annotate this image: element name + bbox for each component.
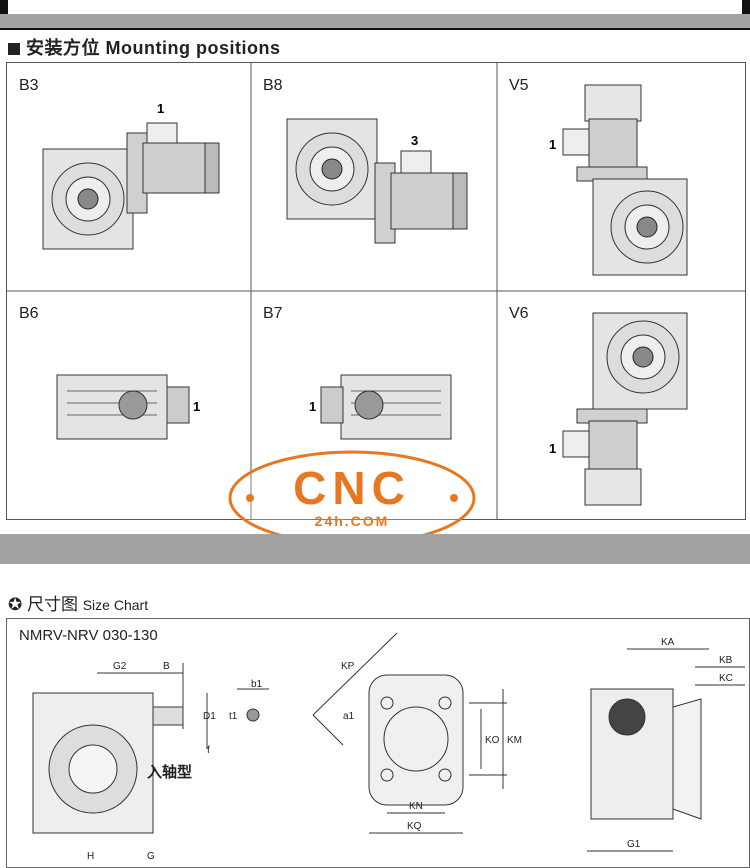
- dim-g1: G1: [627, 839, 641, 850]
- dim-kc: KC: [719, 673, 733, 684]
- dim-ko: KO: [485, 735, 500, 746]
- dim-b: B: [163, 661, 170, 672]
- gearbox-b8-drawing: 3: [286, 118, 468, 244]
- mount-label: B3: [19, 77, 39, 94]
- dim-f: f: [207, 745, 210, 756]
- star-circle-icon: ✪: [8, 595, 23, 614]
- gearbox-v5-drawing: 1: [549, 84, 688, 276]
- dimension-drawings: G2 B D1 t1 b1 f H G KP a1 KO KM KN KQ KA…: [32, 632, 745, 859]
- dim-g: G: [147, 851, 155, 859]
- mounting-positions-title: 安装方位 Mounting positions: [8, 34, 280, 60]
- dim-kq: KQ: [407, 821, 422, 832]
- dim-kn: KN: [409, 801, 423, 812]
- mount-cell-b7: B7 1: [251, 291, 497, 519]
- gearbox-v6-drawing: 1: [549, 312, 688, 506]
- dim-kb: KB: [719, 655, 733, 666]
- size-chart-title-en: Size Chart: [82, 597, 149, 613]
- dim-km: KM: [507, 735, 522, 746]
- position-number: 1: [309, 399, 316, 414]
- dim-kp: KP: [341, 661, 355, 672]
- mount-label: B7: [263, 305, 283, 322]
- dim-g2: G2: [113, 661, 127, 672]
- top-grey-band: [0, 14, 750, 28]
- model-label: NMRV-NRV 030-130: [19, 627, 158, 644]
- grid-lines: [7, 63, 745, 519]
- dim-a1: a1: [343, 711, 355, 722]
- size-chart-title: ✪ 尺寸图 Size Chart: [8, 590, 148, 615]
- mounting-positions-grid: B3 1 B8 3 V5 1: [6, 62, 746, 520]
- section-separator-bar: [0, 534, 750, 564]
- mount-label: V6: [509, 305, 529, 322]
- position-number: 1: [549, 137, 556, 152]
- gearbox-b3-drawing: 1: [42, 101, 220, 250]
- mount-cell-b6: B6 1: [7, 291, 251, 519]
- watermark-logo-text: CNC: [293, 462, 411, 514]
- dim-t1: t1: [229, 711, 238, 722]
- mount-cell-v5: V5 1: [497, 63, 745, 291]
- dim-h: H: [87, 851, 94, 859]
- cnc-watermark-logo: CNC 24h.COM: [228, 450, 476, 546]
- watermark-sub-text: 24h.COM: [315, 513, 390, 529]
- mount-cell-v6: V6 1: [497, 291, 745, 519]
- dim-d1: D1: [203, 711, 216, 722]
- size-chart-title-cn: 尺寸图: [26, 595, 78, 614]
- input-type-label: 入轴型: [147, 763, 192, 781]
- position-number: 1: [549, 441, 556, 456]
- position-number: 1: [157, 101, 164, 116]
- mount-label: B8: [263, 77, 283, 94]
- mount-label: B6: [19, 305, 39, 322]
- mount-cell-b8: B8 3: [251, 63, 497, 291]
- position-number: 1: [193, 399, 200, 414]
- position-number: 3: [411, 133, 418, 148]
- gearbox-b7-drawing: 1: [309, 374, 452, 440]
- square-bullet-icon: [8, 43, 20, 55]
- size-chart-box: NMRV-NRV 030-130: [6, 618, 750, 868]
- dim-ka: KA: [661, 637, 675, 648]
- dim-b1: b1: [251, 679, 263, 690]
- mount-cell-b3: B3 1: [7, 63, 251, 291]
- mount-label: V5: [509, 77, 529, 94]
- gearbox-b6-drawing: 1: [56, 374, 200, 440]
